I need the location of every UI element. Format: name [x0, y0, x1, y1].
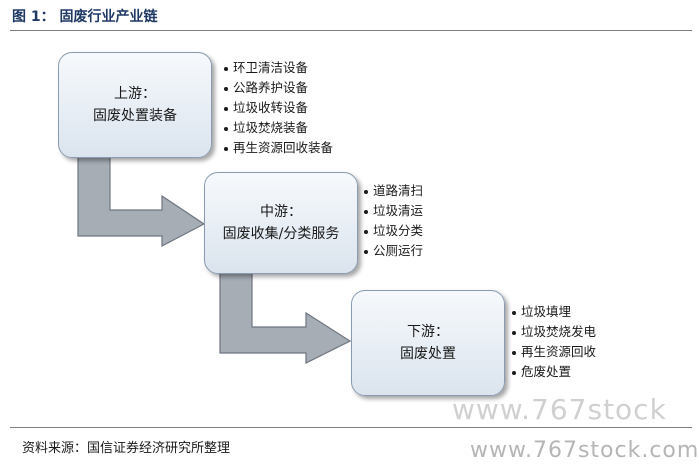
midstream-title: 中游：: [260, 204, 302, 220]
list-item: 道路清扫: [362, 181, 423, 201]
top-divider: [10, 30, 692, 31]
list-item: 危废处置: [510, 362, 596, 382]
list-item: 垃圾分类: [362, 221, 423, 241]
figure-title: 图 1： 固废行业产业链: [12, 9, 158, 25]
list-item: 再生资源回收装备: [222, 138, 333, 158]
list-item: 再生资源回收: [510, 342, 596, 362]
downstream-title: 下游：: [407, 324, 449, 340]
list-item: 垃圾焚烧装备: [222, 118, 333, 138]
midstream-subtitle: 固废收集/分类服务: [222, 226, 340, 242]
arrow-mid-to-down: [219, 265, 352, 364]
upstream-list: 环卫清洁设备 公路养护设备 垃圾收转设备 垃圾焚烧装备 再生资源回收装备: [222, 58, 333, 158]
list-item: 公路养护设备: [222, 78, 333, 98]
watermark-text: www.767stock: [452, 393, 667, 426]
list-item: 垃圾焚烧发电: [510, 322, 596, 342]
midstream-box: 中游： 固废收集/分类服务: [204, 172, 358, 274]
upstream-title: 上游：: [114, 86, 156, 102]
downstream-list: 垃圾填埋 垃圾焚烧发电 再生资源回收 危废处置: [510, 302, 596, 382]
list-item: 垃圾填埋: [510, 302, 596, 322]
midstream-list: 道路清扫 垃圾清运 垃圾分类 公厕运行: [362, 181, 423, 261]
list-item: 垃圾清运: [362, 201, 423, 221]
upstream-box: 上游： 固废处置装备: [58, 52, 212, 158]
downstream-box: 下游： 固废处置: [351, 290, 505, 396]
watermark-url: www.767stock.com: [470, 438, 699, 463]
source-note: 资料来源：国信证券经济研究所整理: [22, 441, 231, 456]
arrow-up-to-mid: [77, 150, 206, 247]
list-item: 公厕运行: [362, 241, 423, 261]
upstream-subtitle: 固废处置装备: [93, 108, 177, 124]
bottom-divider: [10, 427, 692, 428]
downstream-subtitle: 固废处置: [400, 346, 456, 362]
list-item: 垃圾收转设备: [222, 98, 333, 118]
list-item: 环卫清洁设备: [222, 58, 333, 78]
